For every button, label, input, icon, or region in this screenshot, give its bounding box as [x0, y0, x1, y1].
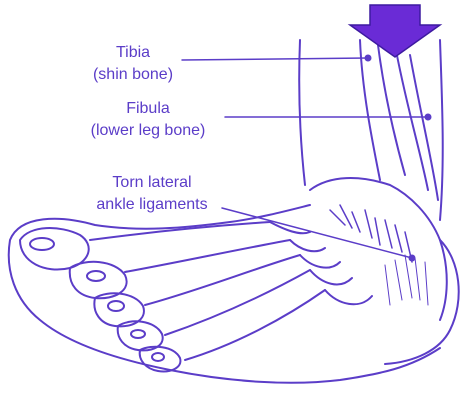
- fibula-label-line2: (lower leg bone): [68, 120, 228, 142]
- tibia-leader-line: [182, 58, 368, 60]
- toenail-5: [152, 353, 164, 361]
- fibula-leader-dot: [426, 115, 431, 120]
- ligaments-label-line2: ankle ligaments: [72, 194, 232, 216]
- tibia-label-line1: Tibia: [68, 42, 198, 64]
- tibia-label: Tibia (shin bone): [68, 42, 198, 86]
- tibia-leader-dot: [366, 56, 371, 61]
- toenail-2: [87, 271, 105, 281]
- ankle-shading: [385, 255, 428, 305]
- fibula-bone: [395, 45, 438, 200]
- ligaments-label: Torn lateral ankle ligaments: [72, 172, 232, 216]
- torn-ligaments: [330, 205, 412, 262]
- toenail-1: [30, 238, 54, 250]
- toenail-3: [108, 301, 124, 311]
- tibia-label-line2: (shin bone): [68, 64, 198, 86]
- down-arrow-icon: [350, 5, 440, 57]
- ligaments-leader-dot: [410, 256, 415, 261]
- heel-outline: [385, 240, 459, 364]
- metatarsals: [90, 222, 325, 360]
- toenail-4: [131, 330, 145, 338]
- fibula-label-line1: Fibula: [68, 98, 228, 120]
- ligaments-label-line1: Torn lateral: [72, 172, 232, 194]
- fibula-label: Fibula (lower leg bone): [68, 98, 228, 142]
